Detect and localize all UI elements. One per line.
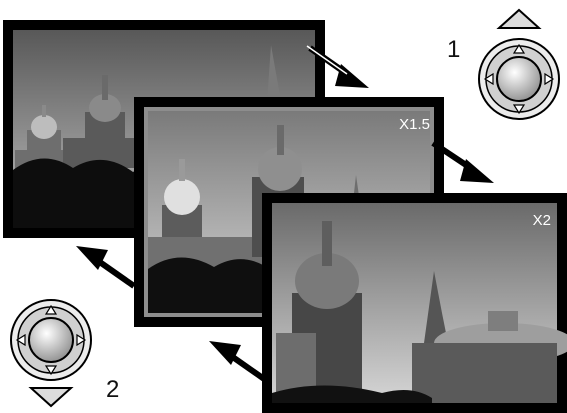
step-number-zoom-in: 1 [447,38,460,62]
four-way-controller-down-pressed-icon [4,296,98,408]
arrow-right-icon [305,40,375,95]
zoom-label-1-5: X1.5 [399,117,430,132]
zoom-label-2: X2 [533,213,551,228]
arrow-right-icon [428,135,500,190]
photo-frame-zoom-2: X2 [262,193,567,413]
arrow-left-icon [205,335,273,390]
arrow-left-icon [72,240,140,295]
four-way-controller-up-pressed-icon [472,8,566,120]
step-number-zoom-out: 2 [106,378,119,402]
